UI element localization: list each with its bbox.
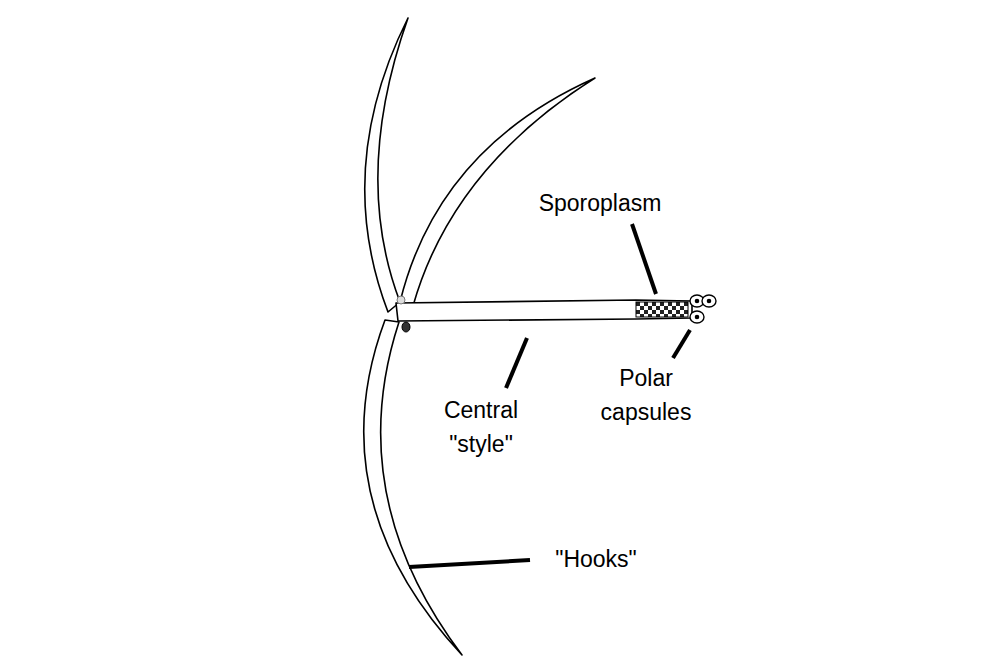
leader-line <box>673 330 690 358</box>
lower-hook <box>364 320 462 655</box>
part-label: Polar capsules <box>590 361 702 429</box>
part-label: Central "style" <box>431 393 531 461</box>
part-label: Sporoplasm <box>520 186 680 220</box>
leader-line <box>632 224 656 294</box>
upper-left-hook <box>365 18 408 312</box>
sporoplasm-region <box>636 302 688 317</box>
nucleus <box>402 322 410 332</box>
polar-capsules <box>690 295 716 323</box>
central-style <box>396 300 692 321</box>
leader-line <box>409 560 530 567</box>
part-label: "Hooks" <box>536 542 656 576</box>
nucleus <box>397 296 405 304</box>
leader-line <box>506 338 527 388</box>
